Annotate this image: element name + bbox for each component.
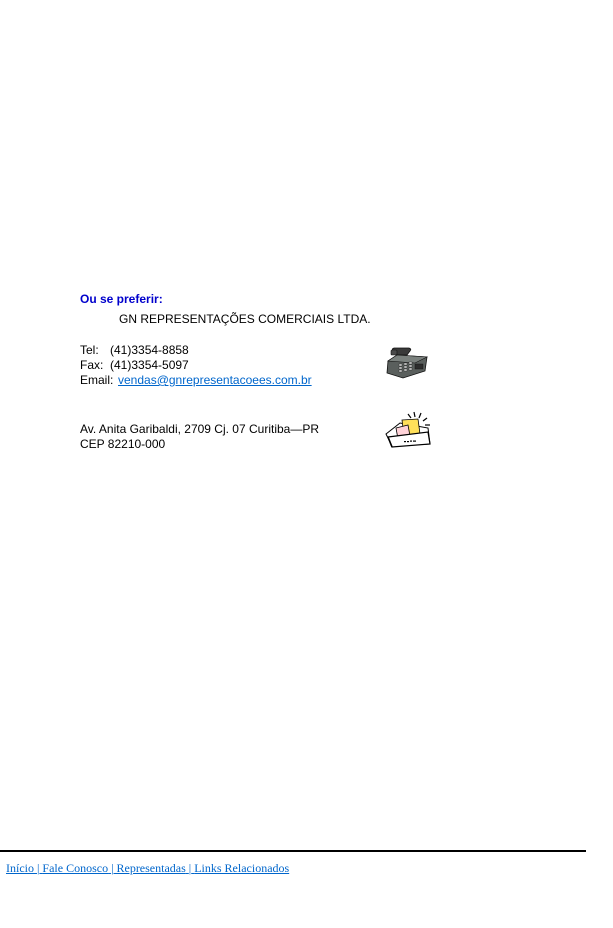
envelope-icon: [384, 410, 434, 448]
postal-code: CEP 82210-000: [80, 437, 166, 451]
company-name: GN REPRESENTAÇÕES COMERCIAIS LTDA.: [119, 312, 371, 326]
footer-link-inicio[interactable]: Início: [6, 861, 34, 875]
footer-separator: |: [111, 861, 114, 875]
fax-value: (41)3354-5097: [110, 358, 189, 372]
footer-separator: |: [37, 861, 40, 875]
footer-nav: Início | Fale Conosco | Representadas | …: [6, 861, 289, 876]
telephone-icon: [385, 347, 429, 379]
tel-value: (41)3354-8858: [110, 343, 189, 357]
footer-separator: |: [188, 861, 192, 875]
address-block: Av. Anita Garibaldi, 2709 Cj. 07 Curitib…: [80, 422, 319, 452]
address-line: Av. Anita Garibaldi, 2709 Cj. 07 Curitib…: [80, 422, 320, 436]
tel-label: Tel:: [80, 343, 99, 357]
footer-link-links-relacionados[interactable]: Links Relacionados: [194, 861, 290, 875]
footer-link-representadas[interactable]: Representadas: [116, 861, 186, 875]
email-link[interactable]: vendas@gnrepresentacoees.com.br: [118, 373, 312, 387]
footer-divider: [0, 850, 586, 852]
contact-details: Tel: (41)3354-8858 Fax: (41)3354-5097 Emai…: [80, 343, 312, 388]
email-label: Email:: [80, 373, 114, 387]
contact-heading: Ou se preferir:: [80, 292, 163, 306]
email-row: Email: vendas@gnrepresentacoees.com.br: [80, 373, 312, 388]
footer-link-fale-conosco[interactable]: Fale Conosco: [42, 861, 109, 875]
tel-row: Tel: (41)3354-8858: [80, 343, 312, 358]
fax-row: Fax: (41)3354-5097: [80, 358, 312, 373]
fax-label: Fax:: [80, 358, 104, 372]
